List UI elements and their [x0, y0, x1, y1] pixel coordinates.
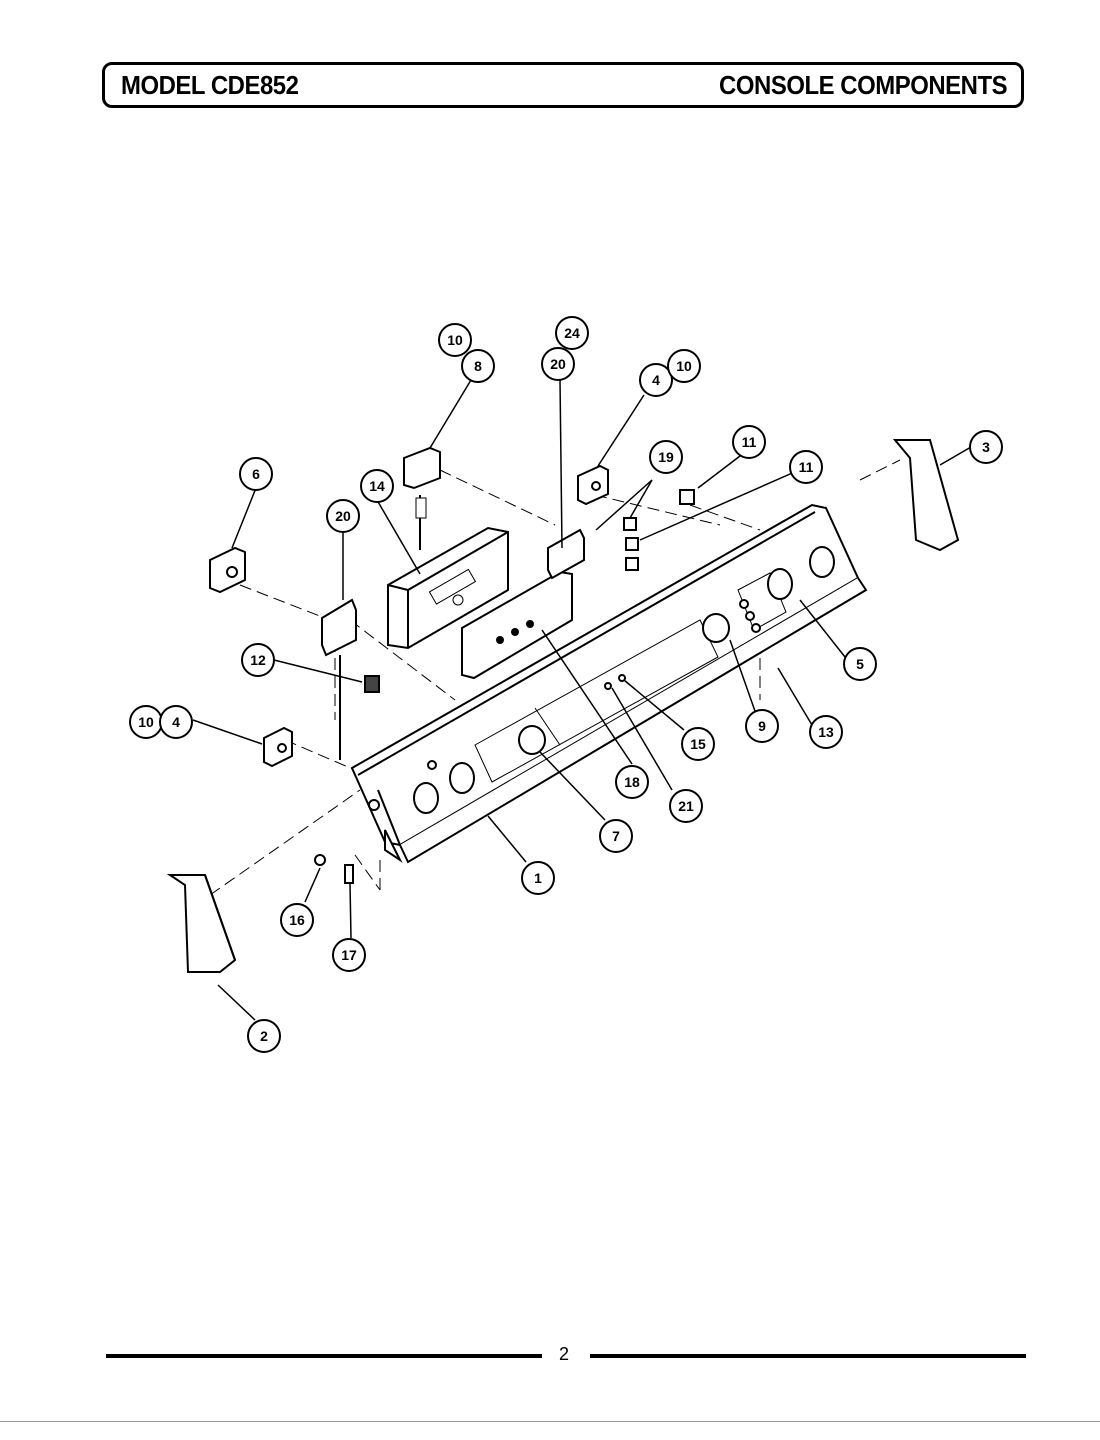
- callout-11-top: 11: [732, 425, 766, 459]
- svg-text:7: 7: [612, 828, 620, 844]
- svg-text:1: 1: [534, 870, 542, 886]
- callout-20-left: 20: [326, 499, 360, 533]
- callout-7: 7: [599, 819, 633, 853]
- svg-text:24: 24: [564, 325, 580, 341]
- section-title: CONSOLE COMPONENTS: [718, 69, 1008, 100]
- svg-text:20: 20: [335, 508, 351, 524]
- callout-4-top: 4: [639, 363, 673, 397]
- svg-text:5: 5: [856, 656, 864, 672]
- callout-2: 2: [247, 1019, 281, 1053]
- svg-text:14: 14: [369, 478, 385, 494]
- callout-5: 5: [843, 647, 877, 681]
- callout-15: 15: [681, 727, 715, 761]
- svg-text:19: 19: [658, 449, 674, 465]
- scan-edge-line: [0, 1421, 1100, 1422]
- svg-text:10: 10: [447, 332, 463, 348]
- svg-text:3: 3: [982, 439, 990, 455]
- callout-10-top: 10: [438, 323, 472, 357]
- model-title: MODEL CDE852: [121, 69, 299, 100]
- callout-19: 19: [649, 440, 683, 474]
- svg-text:17: 17: [341, 947, 357, 963]
- callout-20-top: 20: [541, 347, 575, 381]
- svg-text:11: 11: [799, 459, 814, 475]
- callout-12: 12: [241, 643, 275, 677]
- callout-4-left: 4: [159, 705, 193, 739]
- callout-16: 16: [280, 903, 314, 937]
- callout-9: 9: [745, 709, 779, 743]
- svg-text:6: 6: [252, 466, 260, 482]
- page-header: MODEL CDE852 CONSOLE COMPONENTS: [102, 62, 1024, 108]
- svg-text:2: 2: [260, 1028, 268, 1044]
- svg-text:18: 18: [624, 774, 640, 790]
- svg-text:20: 20: [550, 356, 566, 372]
- callout-8: 8: [461, 349, 495, 383]
- svg-text:10: 10: [676, 358, 692, 374]
- alignment-lines: [209, 459, 901, 896]
- control-board: [387, 526, 509, 650]
- svg-text:12: 12: [250, 652, 266, 668]
- callout-13: 13: [809, 715, 843, 749]
- svg-text:21: 21: [678, 798, 694, 814]
- svg-text:8: 8: [474, 358, 482, 374]
- callout-18: 18: [615, 765, 649, 799]
- footer-rule-left: [106, 1354, 542, 1358]
- callout-3: 3: [969, 430, 1003, 464]
- callout-17: 17: [332, 938, 366, 972]
- svg-text:9: 9: [758, 718, 766, 734]
- svg-text:11: 11: [742, 434, 757, 450]
- svg-text:13: 13: [818, 724, 834, 740]
- svg-text:16: 16: [289, 912, 305, 928]
- end-caps: [166, 439, 960, 973]
- callout-11-right: 11: [789, 450, 823, 484]
- console-panel: [350, 503, 868, 864]
- leader-lines: [192, 379, 972, 1021]
- bracket-20: [321, 528, 585, 760]
- callout-10-right: 10: [667, 349, 701, 383]
- callout-1: 1: [521, 861, 555, 895]
- bracket-8: [403, 446, 441, 550]
- svg-text:4: 4: [172, 714, 180, 730]
- svg-text:15: 15: [690, 736, 706, 752]
- callout-14: 14: [360, 469, 394, 503]
- page-number: 2: [558, 1344, 569, 1364]
- footer-rule-right: [590, 1354, 1026, 1358]
- small-parts: [209, 464, 695, 884]
- callout-21: 21: [669, 789, 703, 823]
- callout-10-left: 10: [129, 705, 163, 739]
- svg-text:4: 4: [652, 372, 660, 388]
- callout-24: 24: [555, 316, 589, 350]
- svg-text:10: 10: [138, 714, 154, 730]
- callout-6: 6: [239, 457, 273, 491]
